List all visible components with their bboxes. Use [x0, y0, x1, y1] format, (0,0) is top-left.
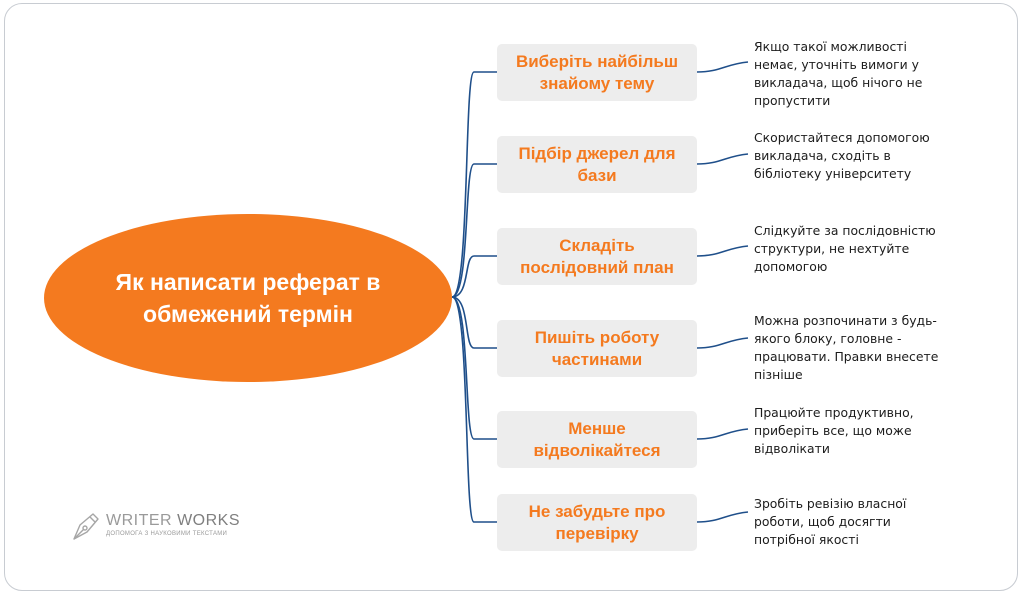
branch-topic-text: Виберіть найбільш знайому тему [515, 51, 679, 93]
branch-topic-text: Складіть послідовний план [520, 235, 674, 277]
branch-topic-1: Виберіть найбільш знайому тему [497, 44, 697, 101]
pen-nib-icon [73, 513, 99, 540]
branch-note-4: Можна розпочинати з будь-якого блоку, го… [754, 313, 939, 382]
branch-note-5: Працюйте продуктивно, приберіть все, що … [754, 405, 914, 456]
branch-note-3: Слідкуйте за послідовністю структури, не… [754, 223, 936, 274]
branch-topic-text: Не забудьте про перевірку [528, 501, 666, 543]
branch-note-1: Якщо такої можливості немає, уточніть ви… [754, 39, 923, 108]
branch-topic-4: Пишіть роботу частинами [497, 320, 697, 377]
brand-tagline: ДОПОМОГА З НАУКОВИМИ ТЕКСТАМИ [106, 531, 228, 537]
branch-topic-6: Не забудьте про перевірку [497, 494, 697, 551]
branch-topic-3: Складіть послідовний план [497, 228, 697, 285]
central-topic-text: Як написати реферат в обмежений термін [115, 269, 381, 327]
branch-note-6: Зробіть ревізію власної роботи, щоб дося… [754, 496, 907, 547]
central-topic: Як написати реферат в обмежений термін [44, 214, 452, 382]
brand-name: WRITER WORKS [106, 512, 240, 530]
branch-note-2: Скористайтеся допомогою викладача, сході… [754, 130, 930, 181]
brand-name-part-1: WRITER [106, 512, 173, 529]
branch-topic-text: Пишіть роботу частинами [534, 327, 660, 369]
branch-topic-text: Підбір джерел для бази [518, 143, 676, 185]
branch-topic-text: Менше відволікайтеся [533, 418, 661, 460]
brand-name-part-2: WORKS [177, 512, 241, 529]
branch-topic-2: Підбір джерел для бази [497, 136, 697, 193]
branch-topic-5: Менше відволікайтеся [497, 411, 697, 468]
brand-logo: WRITER WORKS ДОПОМОГА З НАУКОВИМИ ТЕКСТА… [106, 512, 240, 537]
